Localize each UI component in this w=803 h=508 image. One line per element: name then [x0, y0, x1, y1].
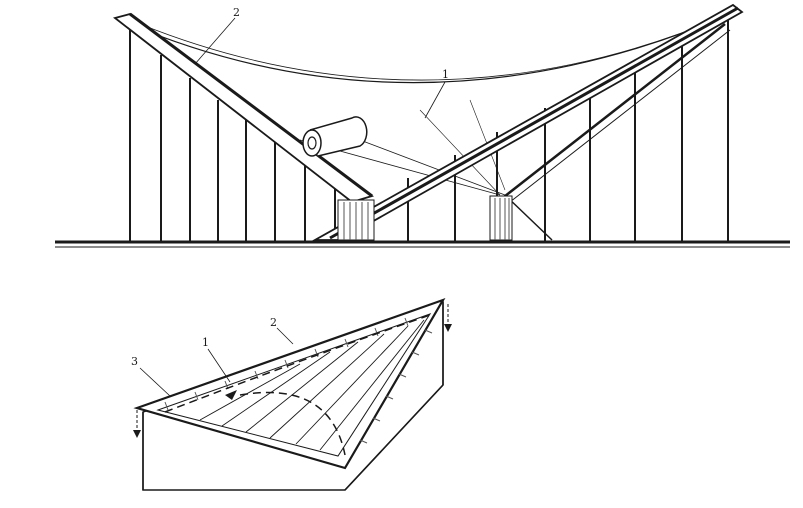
membrane-roll [302, 116, 368, 157]
callout-top-1: 1 [424, 68, 449, 119]
vertical-posts [129, 15, 729, 242]
left-abutment [337, 199, 375, 241]
callout-top-2: 2 [194, 6, 240, 65]
right-strut [499, 23, 731, 241]
callout-bottom-1: 1 [202, 336, 231, 383]
callout-bottom-3: 3 [131, 355, 171, 397]
callout-label-3: 3 [131, 355, 138, 368]
callout-label-1: 1 [442, 68, 449, 81]
rim-hatching [164, 317, 433, 444]
callout-bottom-2: 2 [270, 316, 294, 345]
left-inclined-beam [113, 12, 374, 203]
right-abutment [489, 195, 513, 241]
callout-label-2: 2 [233, 6, 240, 19]
drain-arrow-right [444, 304, 452, 332]
callout-label-1: 1 [202, 336, 209, 349]
drain-arrow-left [133, 410, 141, 438]
bottom-figure-wedge: 1 2 3 [131, 297, 452, 491]
flow-arcs [164, 314, 431, 456]
membrane-surface [119, 9, 741, 196]
membrane-strips [199, 319, 425, 451]
right-inclined-beam [311, 3, 744, 241]
callout-label-2: 2 [270, 316, 277, 329]
top-figure-saddle-roof: 1 2 [55, 3, 790, 248]
ground-line [55, 240, 790, 248]
wedge-top-face [133, 297, 446, 470]
